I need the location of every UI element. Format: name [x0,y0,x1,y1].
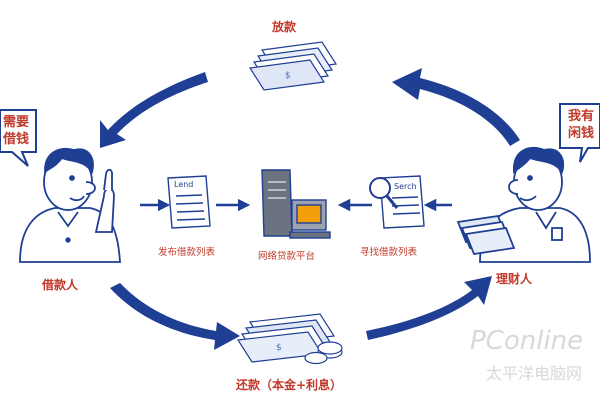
lender-bubble-text: 我有 闲钱 [568,108,600,142]
platform-label: 网络贷款平台 [258,251,316,262]
bottom-label: 还款（本金+利息） [236,378,343,392]
borrower-label: 借款人 [42,278,79,292]
borrower-figure [19,148,121,263]
lender-label: 理财人 [496,272,533,286]
lend-document [167,175,211,229]
cycle-arrows [100,68,520,350]
money-stack-bottom: $ [236,313,343,365]
svg-text:$: $ [276,343,282,353]
publish-label: 发布借款列表 [158,247,216,258]
money-stack-top: $ [248,41,338,91]
lend-doc-text: Lend [174,180,194,189]
arrow-top-left [100,72,208,148]
arrow-bottom-left [110,283,240,350]
borrower-bubble-line-1: 需要 [3,115,30,130]
search-document [369,175,425,229]
borrower-bubble-text: 需要 借钱 [3,114,29,148]
lender-bubble [559,103,600,163]
lender-bubble-line-2: 闲钱 [568,126,595,141]
borrower-bubble-line-2: 借钱 [3,132,30,147]
watermark-brand: PConline [470,326,584,356]
search-label: 寻找借款列表 [360,247,418,258]
lender-bubble-line-1: 我有 [568,109,595,124]
arrow-top-right [392,68,520,146]
borrower-bubble [0,109,37,167]
svg-text:$: $ [285,71,291,81]
top-label: 放款 [272,20,297,34]
watermark-tagline: 太平洋电脑网 [486,364,583,383]
platform-computer [261,169,331,239]
search-doc-text: Serch [394,182,417,191]
lender-figure [456,146,591,263]
arrow-bottom-right [366,276,492,340]
